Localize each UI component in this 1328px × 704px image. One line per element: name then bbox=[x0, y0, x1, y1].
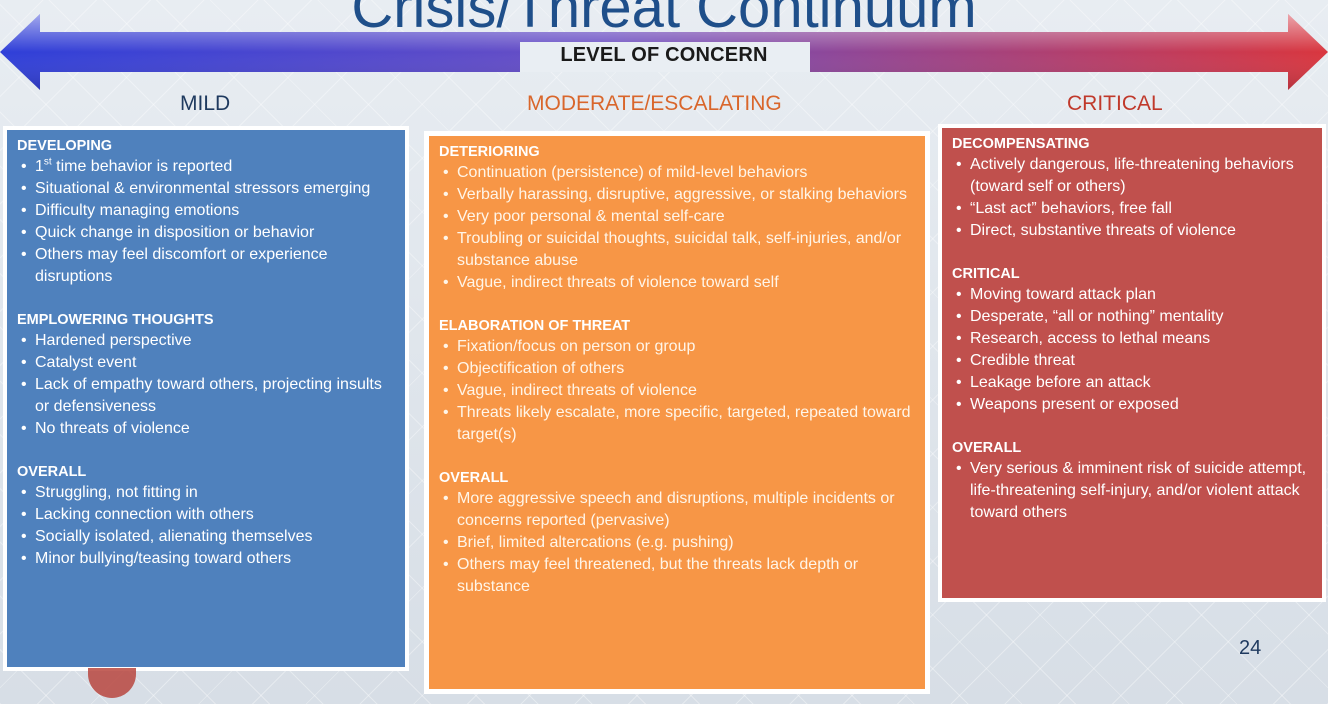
critical-section-critical: CRITICAL Moving toward attack plan Despe… bbox=[952, 264, 1312, 416]
section-title: OVERALL bbox=[17, 464, 87, 480]
list-item: Hardened perspective bbox=[17, 330, 395, 352]
list-item: Continuation (persistence) of mild-level… bbox=[439, 162, 915, 184]
moderate-level-label: MODERATE/ESCALATING bbox=[527, 92, 782, 115]
section-title: EMPLOWERING THOUGHTS bbox=[17, 312, 214, 328]
list-item: Catalyst event bbox=[17, 352, 395, 374]
list-item: “Last act” behaviors, free fall bbox=[952, 198, 1312, 220]
ordinal-suffix: st bbox=[43, 156, 52, 168]
list-item: Moving toward attack plan bbox=[952, 284, 1312, 306]
mild-section-overall: OVERALL Struggling, not fitting in Lacki… bbox=[17, 462, 395, 570]
section-title: DEVELOPING bbox=[17, 138, 113, 154]
list-item: More aggressive speech and disruptions, … bbox=[439, 488, 915, 532]
section-title: CRITICAL bbox=[952, 266, 1020, 282]
list-item: Lack of empathy toward others, projectin… bbox=[17, 374, 395, 418]
section-title: ELABORATION OF THREAT bbox=[439, 318, 631, 334]
list-item: No threats of violence bbox=[17, 418, 395, 440]
list-item: Research, access to lethal means bbox=[952, 328, 1312, 350]
list-item: Objectification of others bbox=[439, 358, 915, 380]
seal-logo bbox=[88, 668, 136, 698]
list-item: Others may feel threatened, but the thre… bbox=[439, 554, 915, 598]
moderate-section-deterioring: DETERIORING Continuation (persistence) o… bbox=[439, 142, 915, 294]
mild-level-label: MILD bbox=[180, 92, 231, 115]
moderate-section-elaboration: ELABORATION OF THREAT Fixation/focus on … bbox=[439, 316, 915, 446]
critical-panel: DECOMPENSATING Actively dangerous, life-… bbox=[938, 124, 1326, 602]
list-item: Direct, substantive threats of violence bbox=[952, 220, 1312, 242]
section-title: DETERIORING bbox=[439, 144, 540, 160]
mild-section-developing: DEVELOPING 1st time behavior is reported… bbox=[17, 136, 395, 288]
list-item: Very poor personal & mental self-care bbox=[439, 206, 915, 228]
mild-section-thoughts: EMPLOWERING THOUGHTS Hardened perspectiv… bbox=[17, 310, 395, 440]
list-item: Others may feel discomfort or experience… bbox=[17, 244, 395, 288]
list-item: Very serious & imminent risk of suicide … bbox=[952, 458, 1312, 524]
list-item: Quick change in disposition or behavior bbox=[17, 222, 395, 244]
double-arrow-icon bbox=[0, 14, 1328, 90]
list-item: Brief, limited altercations (e.g. pushin… bbox=[439, 532, 915, 554]
page-number: 24 bbox=[1239, 637, 1262, 659]
list-item: Socially isolated, alienating themselves bbox=[17, 526, 395, 548]
critical-level-label: CRITICAL bbox=[1067, 92, 1163, 115]
section-title: OVERALL bbox=[439, 470, 509, 486]
section-title: DECOMPENSATING bbox=[952, 136, 1090, 152]
list-item: Leakage before an attack bbox=[952, 372, 1312, 394]
list-item: Fixation/focus on person or group bbox=[439, 336, 915, 358]
list-item: Situational & environmental stressors em… bbox=[17, 178, 395, 200]
section-title: OVERALL bbox=[952, 440, 1022, 456]
mild-panel: DEVELOPING 1st time behavior is reported… bbox=[3, 126, 409, 671]
list-item: Minor bullying/teasing toward others bbox=[17, 548, 395, 570]
list-item: Lacking connection with others bbox=[17, 504, 395, 526]
list-item: Credible threat bbox=[952, 350, 1312, 372]
list-item: 1st time behavior is reported bbox=[17, 156, 395, 178]
list-item: Troubling or suicidal thoughts, suicidal… bbox=[439, 228, 915, 272]
list-item: Desperate, “all or nothing” mentality bbox=[952, 306, 1312, 328]
critical-section-decompensating: DECOMPENSATING Actively dangerous, life-… bbox=[952, 134, 1312, 242]
list-item: Vague, indirect threats of violence towa… bbox=[439, 272, 915, 294]
item-text: time behavior is reported bbox=[51, 158, 233, 175]
moderate-panel: DETERIORING Continuation (persistence) o… bbox=[424, 131, 930, 694]
list-item: Difficulty managing emotions bbox=[17, 200, 395, 222]
list-item: Threats likely escalate, more specific, … bbox=[439, 402, 915, 446]
item-text: 1 bbox=[35, 158, 44, 175]
level-of-concern-label: LEVEL OF CONCERN bbox=[560, 44, 768, 66]
list-item: Actively dangerous, life-threatening beh… bbox=[952, 154, 1312, 198]
moderate-section-overall: OVERALL More aggressive speech and disru… bbox=[439, 468, 915, 598]
list-item: Struggling, not fitting in bbox=[17, 482, 395, 504]
list-item: Weapons present or exposed bbox=[952, 394, 1312, 416]
list-item: Verbally harassing, disruptive, aggressi… bbox=[439, 184, 915, 206]
critical-section-overall: OVERALL Very serious & imminent risk of … bbox=[952, 438, 1312, 524]
list-item: Vague, indirect threats of violence bbox=[439, 380, 915, 402]
